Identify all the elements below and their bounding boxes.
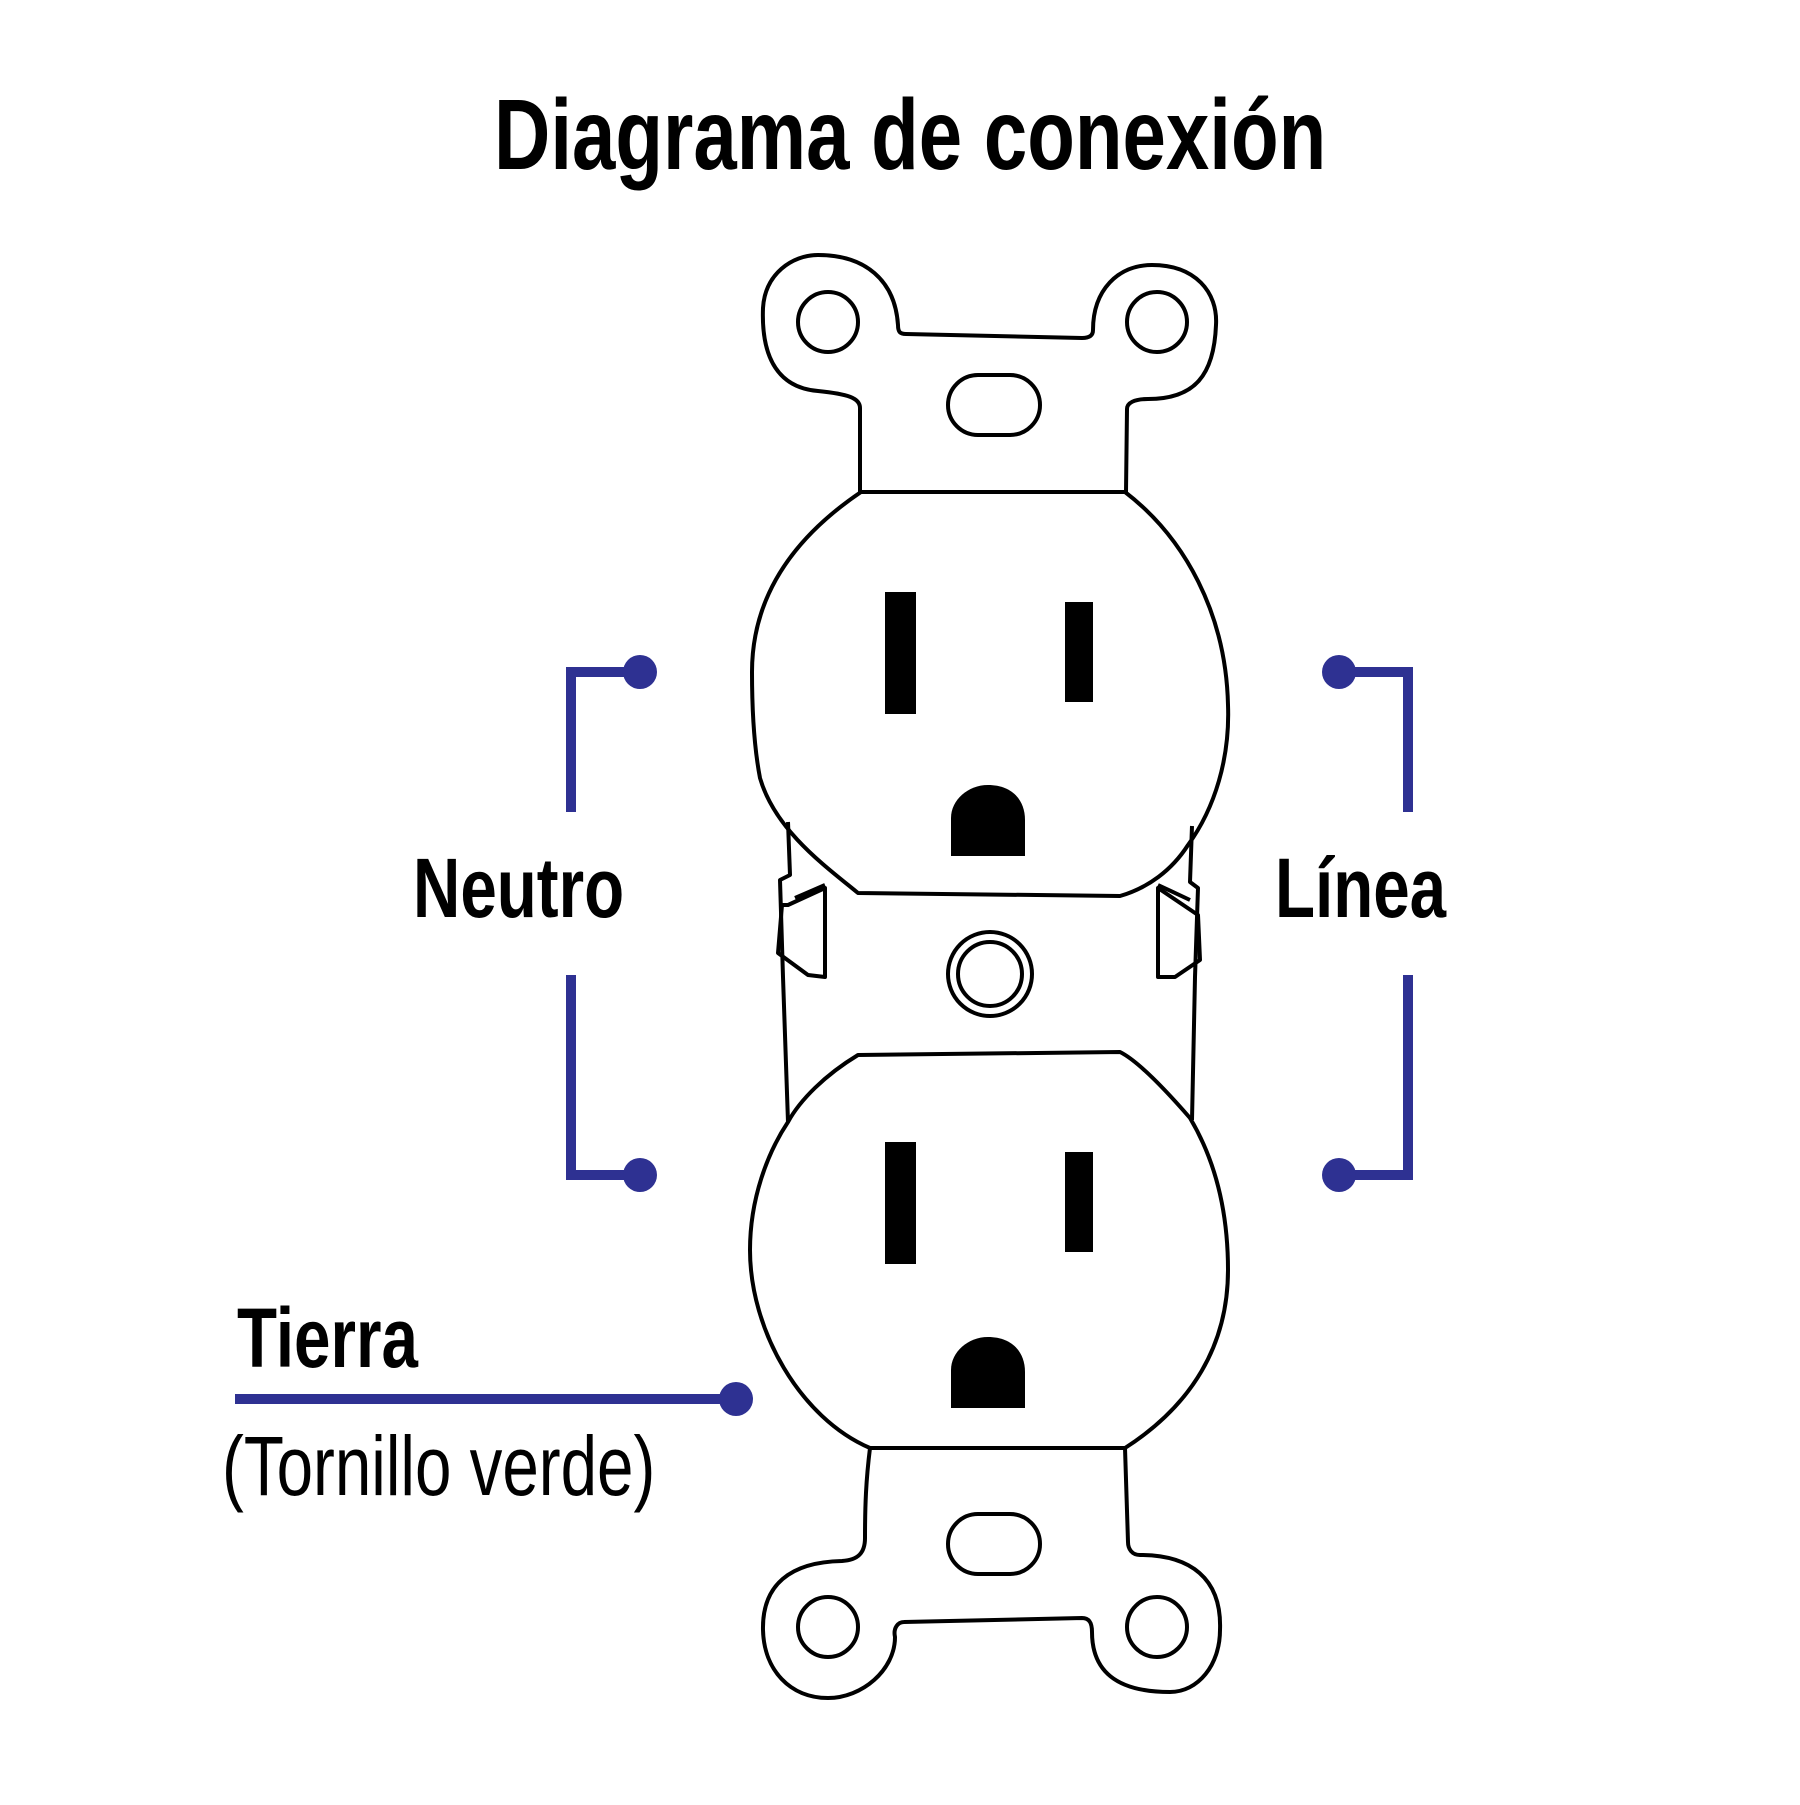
line-label: Línea xyxy=(1275,841,1447,935)
line-lower-dot-icon xyxy=(1322,1158,1356,1192)
neutral-label: Neutro xyxy=(413,841,625,935)
neutral-upper-dot-icon xyxy=(623,655,657,689)
neutral-terminal-screw xyxy=(794,883,826,900)
ground-hole-icon xyxy=(951,1337,1025,1408)
center-screw-icon xyxy=(956,940,1024,1008)
mounting-hole-icon xyxy=(1125,1595,1189,1659)
neutral-slot-icon xyxy=(885,1142,916,1264)
bottom-mounting-strap xyxy=(760,1447,1223,1700)
ground-note-label: (Tornillo verde) xyxy=(222,1419,656,1513)
line-bracket-lower xyxy=(1339,975,1413,1180)
mounting-hole-icon xyxy=(796,1595,860,1659)
ground-label: Tierra xyxy=(237,1291,418,1385)
neutral-bracket-lower xyxy=(566,975,640,1180)
hot-slot-icon xyxy=(1065,1152,1093,1252)
lower-receptacle-face xyxy=(748,1050,1230,1450)
neutral-lower-dot-icon xyxy=(623,1158,657,1192)
hot-slot-icon xyxy=(1065,602,1093,702)
line-bracket-upper xyxy=(1339,667,1413,812)
upper-receptacle-face xyxy=(750,490,1231,898)
mounting-hole-icon xyxy=(796,290,860,354)
ground-hole-icon xyxy=(951,785,1025,856)
outlet-body xyxy=(778,821,792,1123)
neutral-bracket-upper xyxy=(566,667,640,812)
strap-slot-icon xyxy=(946,1512,1042,1576)
diagram-title: Diagrama de conexión xyxy=(494,79,1327,191)
outlet-body xyxy=(1188,825,1200,1121)
neutral-terminal-screw xyxy=(776,886,827,979)
ground-dot-icon xyxy=(719,1382,753,1416)
top-mounting-strap xyxy=(760,253,1219,493)
center-screw-icon xyxy=(946,930,1034,1018)
neutral-slot-icon xyxy=(885,592,916,714)
line-upper-dot-icon xyxy=(1322,655,1356,689)
line-terminal-screw xyxy=(1157,883,1191,902)
line-terminal-screw xyxy=(1156,886,1202,979)
strap-slot-icon xyxy=(946,373,1042,437)
mounting-hole-icon xyxy=(1125,290,1189,354)
